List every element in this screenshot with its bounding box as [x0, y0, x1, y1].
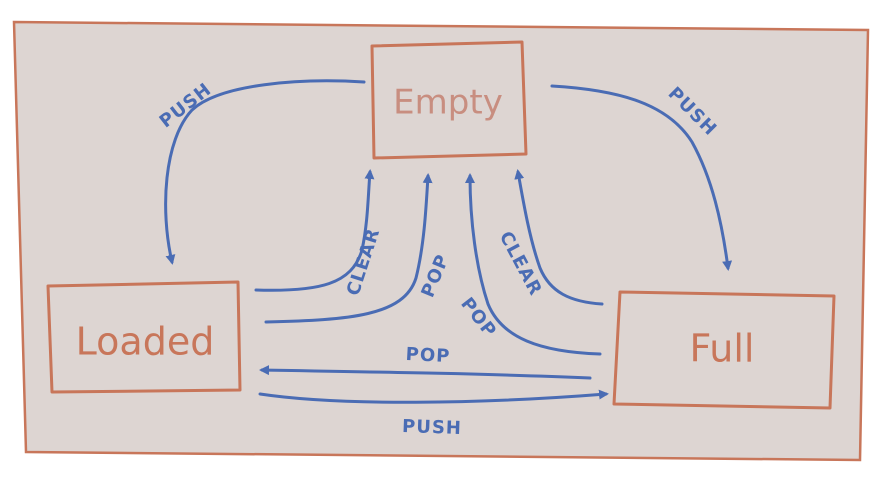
- state-full: Full: [612, 290, 836, 410]
- arrow-full-to-empty-clear: [514, 169, 604, 306]
- state-empty-box: [370, 40, 528, 160]
- state-full-box: [612, 290, 836, 410]
- label-full-to-loaded: POP: [405, 344, 451, 367]
- label-loaded-to-full: PUSH: [402, 416, 463, 439]
- state-empty-label: Empty: [393, 83, 503, 123]
- state-loaded-box: [46, 280, 242, 394]
- whiteboard: [12, 20, 870, 462]
- state-full-label: Full: [690, 327, 755, 371]
- state-loaded: Loaded: [46, 280, 242, 394]
- arrow-full-to-loaded: [259, 365, 592, 380]
- arrow-full-to-empty-pop: [465, 173, 602, 356]
- state-loaded-label: Loaded: [76, 320, 215, 364]
- arrow-loaded-to-empty-clear: [254, 169, 375, 292]
- state-empty: Empty: [370, 40, 528, 160]
- arrow-loaded-to-empty-pop: [264, 173, 433, 324]
- arrow-empty-to-loaded: [164, 79, 366, 265]
- arrow-empty-to-full: [550, 84, 733, 271]
- arrow-loaded-to-full: [258, 389, 609, 404]
